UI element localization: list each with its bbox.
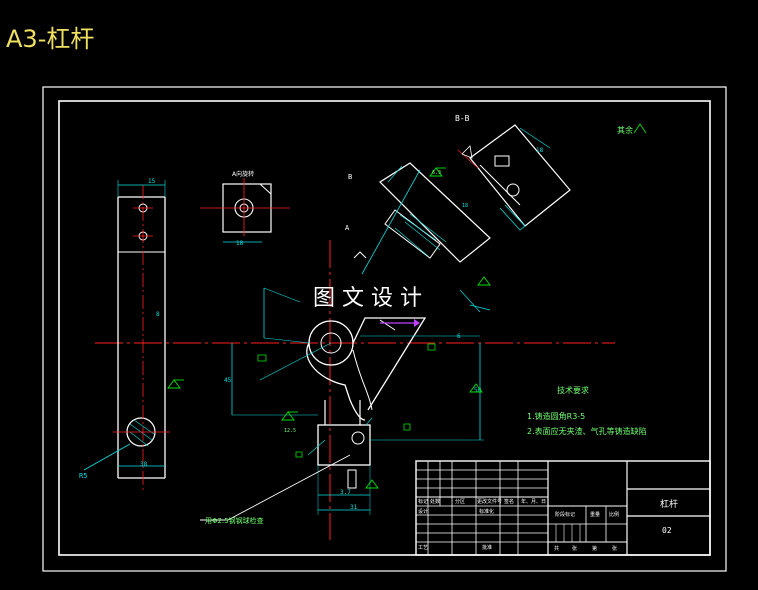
dim-left-top: 15 (148, 178, 156, 185)
tb-row-label-6: 年、月、日 (521, 498, 546, 505)
aux-view: A向旋转 18 (200, 170, 290, 247)
svg-text:18: 18 (536, 147, 544, 154)
dim-main-left: 45 (224, 377, 232, 384)
tb-row-label-3: 分区 (455, 498, 465, 505)
part-name: 杠杆 (660, 498, 678, 510)
dim-left-bottom: 38 (140, 461, 148, 468)
drawing-no: 02 (662, 526, 672, 535)
roughness-value-2: 12.5 (284, 428, 296, 434)
section-marker-b: B (348, 173, 352, 181)
roughness-value-1: 6.3 (432, 170, 441, 176)
left-side-view: 15 38 8 R5 (79, 178, 184, 490)
inner-frame (58, 100, 711, 556)
title-block-text: 杠杆 02 标记 处数 分区 更改文件号 签名 年、月、日 设计 标准化 阶段标… (418, 498, 678, 552)
tech-req-title: 技术要求 (557, 385, 589, 395)
tb-process: 工艺 (418, 545, 428, 551)
tb-scale: 比例 (609, 511, 619, 518)
tech-req-item-2: 2.表面应无夹渣、气孔等铸造缺陷 (527, 426, 647, 436)
tb-stage: 阶段标记 (555, 511, 575, 518)
dim-main-right: 50 (474, 387, 482, 394)
section-title: B-B (455, 114, 470, 123)
svg-text:18: 18 (462, 203, 468, 209)
watermark: 图 文 设 计 (313, 286, 422, 311)
header-title: A3-杠杆 (6, 25, 94, 53)
tb-approve: 批准 (482, 544, 492, 551)
roughness-corner-label: 其余 (617, 125, 633, 135)
tb-sheet-4: 张 (612, 545, 617, 552)
outer-frame (42, 86, 727, 572)
aux-view-title: A向旋转 (232, 170, 254, 178)
tb-sheet-1: 共 (554, 545, 559, 552)
dim-left-radius: R5 (79, 472, 87, 480)
tb-weight: 重量 (590, 511, 600, 518)
dim-bottom-b: 31 (350, 504, 358, 511)
main-view: 45 50 6 3.7 31 12.5 用Φ2.5钢钢球检查 (200, 276, 491, 525)
dim-bottom-a: 3.7 (340, 489, 351, 496)
section-marker-a: A (345, 224, 350, 232)
title-block (415, 460, 711, 556)
tech-req-item-1: 1.铸造圆角R3-5 (527, 411, 585, 421)
note-leader: 用Φ2.5钢钢球检查 (205, 516, 264, 525)
tb-standard: 标准化 (479, 508, 494, 515)
tb-row-label-2: 处数 (430, 498, 440, 505)
tb-row-label-4: 更改文件号 (477, 498, 502, 505)
dim-main-top-right: 6 (457, 333, 461, 340)
tb-row-label-5: 签名 (504, 498, 514, 505)
tb-sheet-2: 张 (572, 545, 577, 552)
roughness-corner-symbol (633, 123, 647, 134)
rotated-boss-view: B A 6.3 18 (345, 162, 491, 275)
dim-aux-bottom: 18 (236, 240, 244, 247)
tb-row-label-1: 标记 (418, 498, 428, 505)
dim-left-mid: 8 (156, 311, 160, 318)
tb-sheet-3: 第 (592, 545, 597, 552)
section-bb: B-B 18 (455, 114, 571, 231)
tb-design: 设计 (418, 508, 428, 515)
